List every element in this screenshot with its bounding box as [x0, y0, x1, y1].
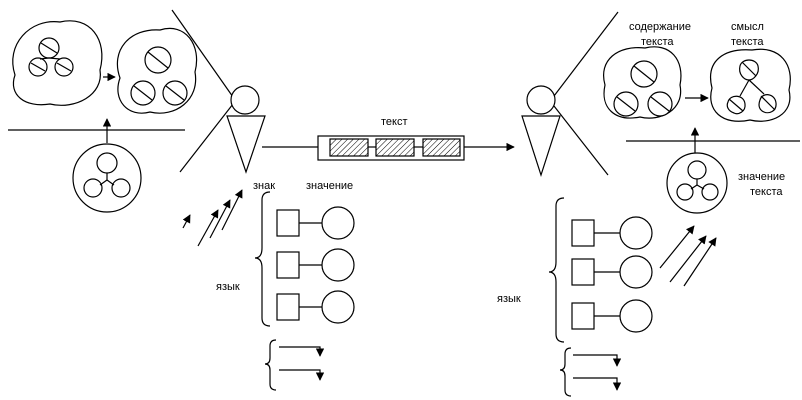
language-label-left: язык	[216, 281, 240, 293]
rule-arrow	[573, 355, 617, 366]
head	[231, 86, 259, 114]
view-line	[180, 104, 233, 172]
arrow	[660, 226, 694, 268]
rules-brace	[265, 340, 276, 390]
text-meaning-label-1: значение	[738, 171, 785, 183]
sense-label-2: текста	[731, 36, 764, 48]
rule-arrow	[573, 378, 617, 390]
rule-arrow	[279, 370, 320, 380]
sign-pair	[572, 300, 652, 332]
content-cloud	[604, 47, 681, 118]
body	[227, 116, 265, 172]
body	[522, 116, 560, 175]
head	[527, 86, 555, 114]
speaker-meaning-cloud	[73, 144, 141, 212]
listener-side: содержание текста смысл текста	[497, 12, 800, 396]
text-meaning-label-2: текста	[750, 186, 783, 198]
view-line	[554, 106, 608, 175]
meaning-label: значение	[306, 180, 353, 192]
sense-cloud	[711, 49, 791, 121]
arrow	[183, 215, 190, 228]
sign-pair	[572, 256, 652, 288]
sign-pair	[277, 249, 354, 281]
sense-label-1: смысл	[731, 21, 764, 33]
language-brace	[549, 198, 564, 342]
rule-arrow	[279, 347, 320, 356]
speaker-concept-cloud	[13, 21, 102, 106]
text-label: текст	[381, 116, 408, 128]
sign-pair	[277, 291, 354, 323]
content-label-2: текста	[641, 36, 674, 48]
sign-label: знак	[253, 180, 275, 192]
speaker-sense-cloud	[117, 28, 196, 113]
sign-pair	[572, 217, 652, 249]
language-label-right: язык	[497, 293, 521, 305]
text-channel: текст	[262, 116, 514, 160]
listener-figure	[522, 86, 560, 175]
speaker-figure	[227, 86, 265, 172]
arrow	[670, 236, 706, 282]
speaker-side: знак значение язык	[8, 10, 354, 390]
text-meaning-cloud	[667, 153, 727, 213]
sign-pair	[277, 207, 354, 239]
rules-brace	[560, 348, 571, 396]
arrow	[684, 238, 716, 286]
language-brace	[255, 192, 270, 326]
content-label-1: содержание	[629, 21, 691, 33]
